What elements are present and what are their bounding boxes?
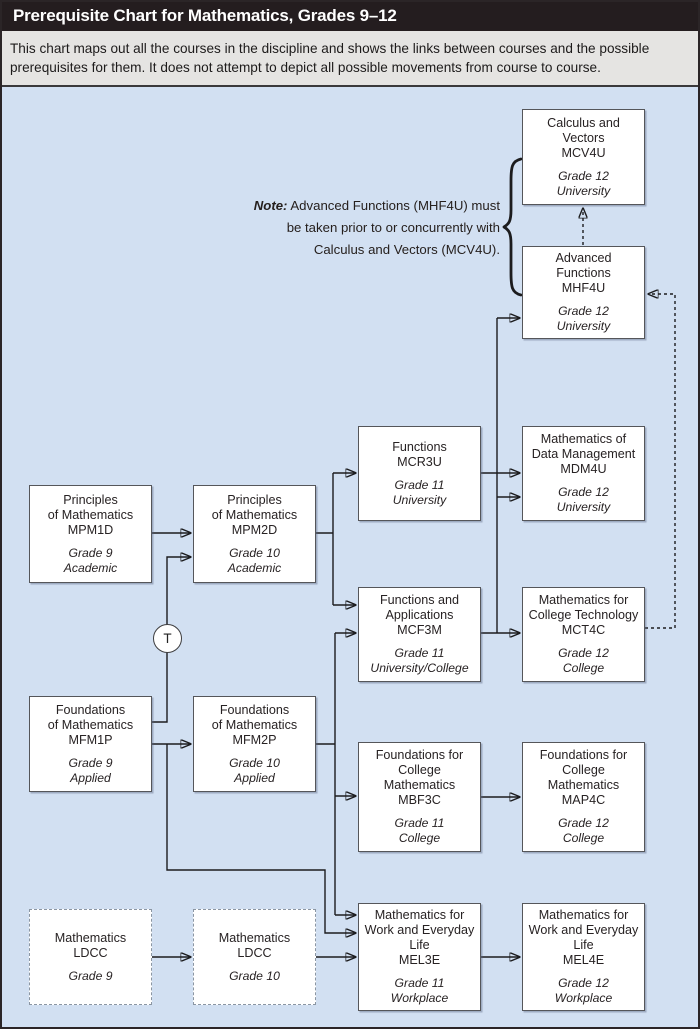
course-code: MEL4E: [562, 953, 605, 967]
course-box-ldcc-grade9: Mathematics LDCC Grade 9: [29, 909, 152, 1005]
course-name: Mathematics for Work and Everyday Life: [528, 908, 639, 952]
course-grade: Grade 11 University/College: [370, 646, 469, 675]
course-code: MPM1D: [67, 522, 114, 537]
chart-header: Prerequisite Chart for Mathematics, Grad…: [0, 0, 700, 31]
course-grade: Grade 10 Applied: [229, 755, 280, 785]
course-box-mel3e: Mathematics for Work and Everyday Life M…: [358, 903, 481, 1011]
course-box-mpm2d: Principles of Mathematics MPM2D Grade 10…: [193, 485, 316, 583]
transfer-circle: T: [153, 624, 182, 653]
course-code: MCR3U: [397, 454, 442, 469]
course-grade: Grade 9 Academic: [63, 545, 118, 575]
course-grade: Grade 12 University: [556, 304, 611, 333]
course-grade: Grade 12 University: [556, 485, 611, 514]
course-box-mct4c: Mathematics for College Technology MCT4C…: [522, 587, 645, 682]
intro-band: This chart maps out all the courses in t…: [0, 31, 700, 85]
course-box-map4c: Foundations for College Mathematics MAP4…: [522, 742, 645, 852]
note-line-3: Calculus and Vectors (MCV4U).: [313, 242, 500, 257]
course-grade: Grade 11 University: [392, 477, 447, 507]
course-name: Mathematics: [218, 930, 291, 945]
course-grade: Grade 9 Applied: [68, 755, 113, 785]
course-grade: Grade 10 Academic: [227, 545, 282, 575]
course-name: Foundations for College Mathematics: [539, 748, 628, 792]
intro-text: This chart maps out all the courses in t…: [10, 41, 650, 75]
course-box-mfm1p: Foundations of Mathematics MFM1P Grade 9…: [29, 696, 152, 792]
course-box-mcf3m: Functions and Applications MCF3M Grade 1…: [358, 587, 481, 682]
course-name: Mathematics for Work and Everyday Life: [364, 908, 475, 952]
course-grade: Grade 12 College: [558, 646, 609, 675]
course-name: Advanced Functions: [555, 251, 612, 280]
course-grade: Grade 11 College: [394, 816, 445, 845]
course-box-mdm4u: Mathematics of Data Management MDM4U Gra…: [522, 426, 645, 521]
note-line-1: Note: Advanced Functions (MHF4U) must: [253, 198, 500, 213]
course-name: Mathematics of Data Management: [531, 432, 636, 461]
course-code: MFM1P: [68, 732, 113, 747]
note-line-2: be taken prior to or concurrently with: [286, 220, 500, 235]
course-name: Principles of Mathematics: [47, 492, 134, 522]
course-code: MCV4U: [561, 145, 606, 160]
course-box-mpm1d: Principles of Mathematics MPM1D Grade 9 …: [29, 485, 152, 583]
course-name: Calculus and Vectors: [547, 115, 620, 145]
course-code: MHF4U: [561, 281, 606, 295]
course-box-ldcc-grade10: Mathematics LDCC Grade 10: [193, 909, 316, 1005]
course-grade: Grade 12 University: [556, 168, 611, 198]
course-box-mcr3u: Functions MCR3U Grade 11 University: [358, 426, 481, 521]
course-box-mhf4u: Advanced Functions MHF4U Grade 12 Univer…: [522, 246, 645, 339]
course-code: MEL3E: [398, 953, 441, 967]
transfer-label: T: [163, 631, 172, 646]
note-label: Note:: [253, 198, 288, 213]
course-box-mel4e: Mathematics for Work and Everyday Life M…: [522, 903, 645, 1011]
course-grade: Grade 12 Workplace: [554, 976, 613, 1005]
course-code: MCF3M: [397, 623, 442, 637]
note: Note: Advanced Functions (MHF4U) must be…: [170, 195, 500, 261]
course-box-mfm2p: Foundations of Mathematics MFM2P Grade 1…: [193, 696, 316, 792]
course-name: Foundations for College Mathematics: [375, 748, 464, 792]
course-grade: Grade 9: [68, 968, 113, 983]
course-box-mcv4u: Calculus and Vectors MCV4U Grade 12 Univ…: [522, 109, 645, 205]
course-grade: Grade 11 Workplace: [390, 976, 449, 1005]
course-name: Mathematics for College Technology: [528, 593, 639, 622]
course-name: Foundations of Mathematics: [211, 702, 298, 732]
page-title: Prerequisite Chart for Mathematics, Grad…: [13, 6, 397, 25]
course-grade: Grade 12 College: [558, 816, 609, 845]
course-code: LDCC: [73, 945, 108, 960]
course-name: Functions and Applications: [379, 593, 460, 622]
course-code: MFM2P: [232, 732, 277, 747]
course-code: MCT4C: [561, 623, 606, 637]
course-code: MPM2D: [231, 522, 278, 537]
course-name: Principles of Mathematics: [211, 492, 298, 522]
course-box-mbf3c: Foundations for College Mathematics MBF3…: [358, 742, 481, 852]
course-grade: Grade 10: [229, 968, 280, 983]
course-code: MDM4U: [560, 462, 607, 476]
course-code: MBF3C: [398, 793, 441, 807]
course-name: Mathematics: [54, 930, 127, 945]
course-code: MAP4C: [561, 793, 606, 807]
course-code: LDCC: [237, 945, 272, 960]
course-name: Functions: [392, 439, 447, 454]
course-name: Foundations of Mathematics: [47, 702, 134, 732]
